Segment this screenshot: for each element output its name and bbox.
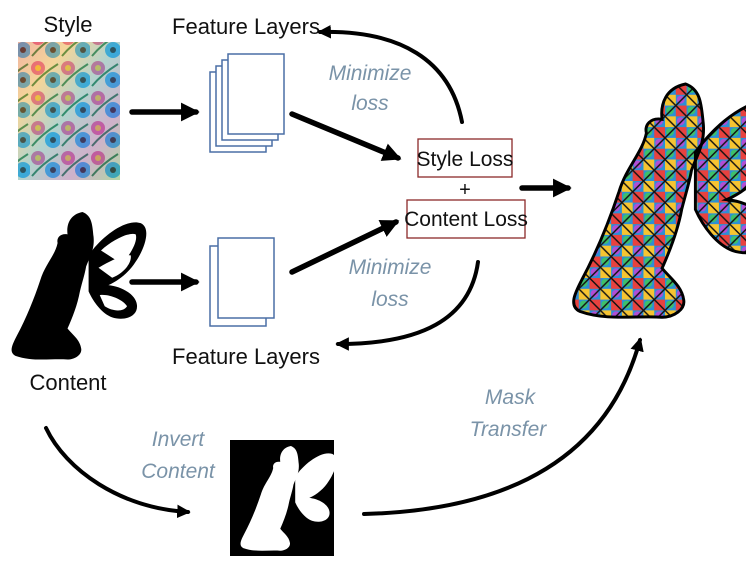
style-loss-box — [417, 138, 513, 178]
inverted-content-image — [230, 440, 337, 556]
arrow-minimize-bottom — [335, 260, 480, 351]
content-loss-label: Content Loss — [404, 208, 528, 231]
arrow-features-to-content-loss — [289, 219, 400, 275]
minimize-loss-top-line1: Minimize — [329, 62, 412, 85]
invert-content-line2: Content — [141, 460, 216, 483]
arrows — [129, 102, 572, 292]
content-label: Content — [29, 370, 106, 395]
feature-layers-bottom-label: Feature Layers — [172, 344, 320, 369]
mask-transfer-line2: Transfer — [470, 418, 548, 441]
feature-layers-top-label: Feature Layers — [172, 14, 320, 39]
feature-layers-bottom — [209, 237, 275, 327]
minimize-loss-top-line2: loss — [351, 92, 389, 115]
style-loss-label: Style Loss — [417, 148, 514, 171]
content-loss-box — [406, 199, 526, 239]
style-label: Style — [44, 12, 93, 37]
mask-transfer-line1: Mask — [485, 386, 537, 409]
content-image — [11, 212, 147, 360]
plus-sign: + — [459, 179, 471, 201]
arrow-features-to-style-loss — [289, 111, 402, 161]
arrow-invert-content — [44, 426, 191, 519]
stylized-output-image — [572, 82, 746, 319]
curved-arrows — [44, 24, 644, 519]
feature-layers-top — [209, 53, 285, 153]
arrow-minimize-top — [317, 24, 464, 124]
invert-content-line1: Invert — [152, 428, 206, 451]
minimize-loss-bottom-line2: loss — [371, 288, 409, 311]
minimize-loss-bottom-line1: Minimize — [349, 256, 432, 279]
style-image — [18, 42, 120, 180]
arrow-mask-transfer — [362, 337, 644, 516]
